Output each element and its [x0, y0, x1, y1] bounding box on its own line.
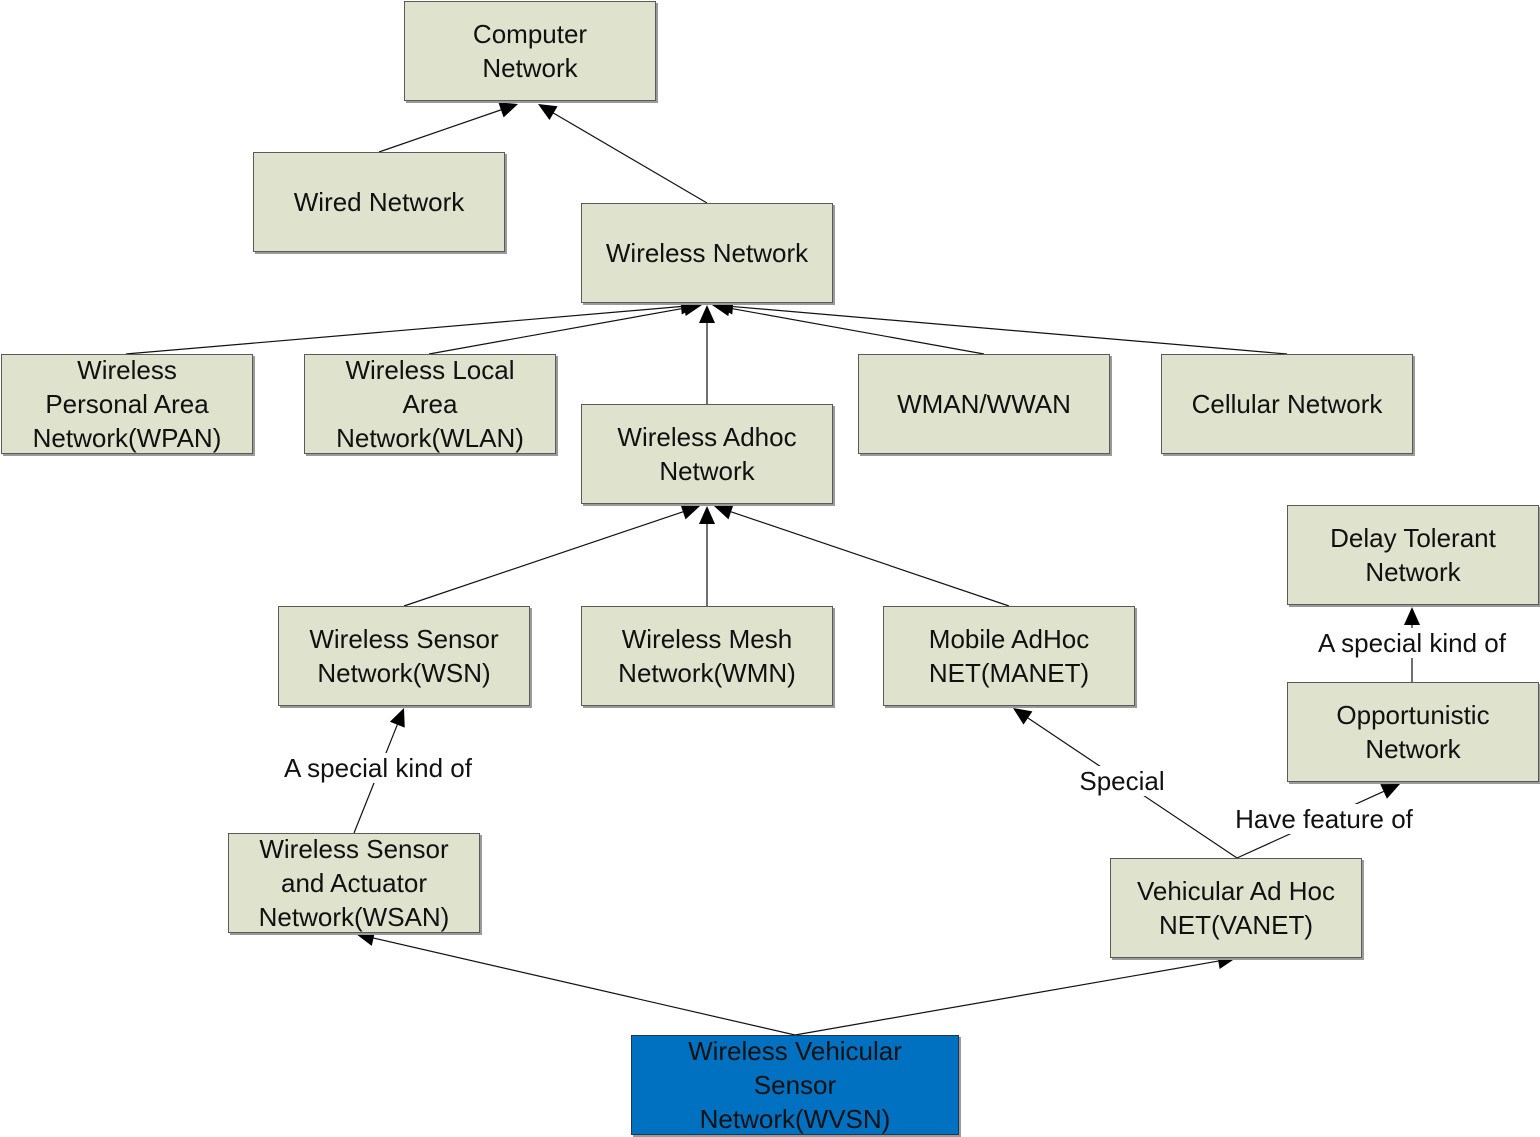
arrowhead-icon: [538, 104, 558, 121]
edge-cellular-to-wireless_network: [732, 305, 1288, 355]
edge-wsn-to-wireless_adhoc: [403, 511, 684, 607]
arrowhead-icon: [1404, 607, 1420, 625]
arrowhead-icon: [1380, 784, 1400, 799]
arrowhead-icon: [680, 504, 700, 520]
node-vanet[interactable]: Vehicular Ad Hoc NET(VANET): [1110, 858, 1362, 958]
edge-wvsn-to-wsan: [373, 937, 796, 1036]
edge-wvsn-to-vanet: [794, 960, 1219, 1036]
arrowhead-icon: [498, 102, 518, 118]
node-manet[interactable]: Mobile AdHoc NET(MANET): [883, 606, 1135, 706]
node-cellular[interactable]: Cellular Network: [1161, 354, 1413, 454]
edge-label-vanet-manet: Special: [1077, 766, 1167, 796]
node-delay-tolerant[interactable]: Delay Tolerant Network: [1287, 505, 1539, 605]
edge-label-vanet-opportunistic: Have feature of: [1233, 804, 1415, 834]
arrowhead-icon: [699, 305, 715, 323]
edge-label-wsan-wsn: A special kind of: [282, 753, 474, 783]
arrowhead-icon: [699, 506, 715, 524]
edge-label-opportunistic-delay-tolerant: A special kind of: [1316, 628, 1508, 658]
arrowhead-icon: [389, 708, 405, 728]
node-wired-network[interactable]: Wired Network: [253, 152, 505, 252]
node-opportunistic[interactable]: Opportunistic Network: [1287, 682, 1539, 782]
node-wmn[interactable]: Wireless Mesh Network(WMN): [581, 606, 833, 706]
edge-wlan-to-wireless_network: [428, 307, 685, 355]
arrowhead-icon: [714, 504, 734, 520]
edge-wired_network-to-computer_network: [378, 109, 502, 153]
arrowhead-icon: [682, 300, 702, 317]
node-wireless-network[interactable]: Wireless Network: [581, 203, 833, 303]
node-wireless-adhoc[interactable]: Wireless Adhoc Network: [581, 404, 833, 504]
node-wpan[interactable]: Wireless Personal Area Network(WPAN): [1, 354, 253, 454]
edge-wpan-to-wireless_network: [125, 305, 682, 355]
arrowhead-icon: [1013, 708, 1033, 725]
node-wman-wwan[interactable]: WMAN/WWAN: [858, 354, 1110, 454]
node-wsan[interactable]: Wireless Sensor and Actuator Network(WSA…: [228, 833, 480, 933]
node-wlan[interactable]: Wireless Local Area Network(WLAN): [304, 354, 556, 454]
node-wsn[interactable]: Wireless Sensor Network(WSN): [278, 606, 530, 706]
node-computer-network[interactable]: Computer Network: [404, 1, 656, 101]
arrowhead-icon: [356, 930, 376, 946]
node-wvsn[interactable]: Wireless Vehicular Sensor Network(WVSN): [631, 1035, 959, 1135]
edge-wman_wwan-to-wireless_network: [729, 307, 985, 355]
edge-wireless_network-to-computer_network: [553, 112, 708, 204]
edge-manet-to-wireless_adhoc: [730, 511, 1010, 607]
